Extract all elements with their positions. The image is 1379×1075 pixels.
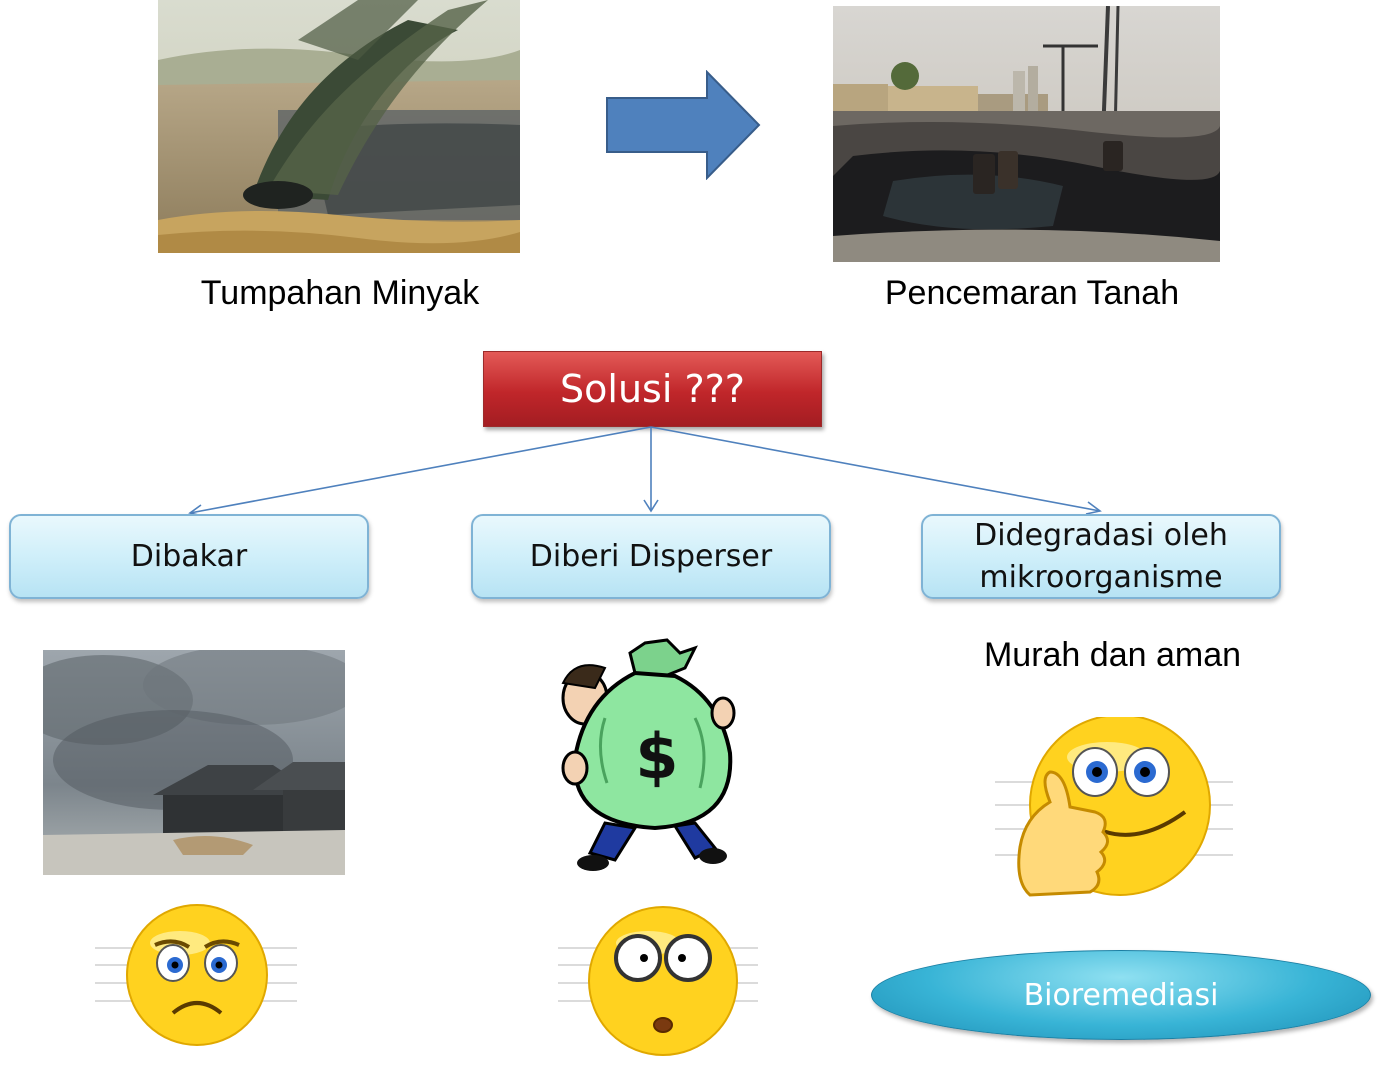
bioremediasi-label: Bioremediasi <box>1023 977 1219 1013</box>
polluted-soil-photo <box>833 6 1220 262</box>
oil-spill-caption: Tumpahan Minyak <box>200 274 480 312</box>
worried-smiley-icon <box>95 904 297 1046</box>
money-bag-icon: $ <box>561 638 736 871</box>
option-dibakar-label: Dibakar <box>130 538 248 574</box>
thumbs-up-smiley-icon <box>995 717 1233 897</box>
cheap-safe-note: Murah dan aman <box>983 636 1242 674</box>
option-disperser-label: Diberi Disperser <box>529 538 773 574</box>
option-disperser: Diberi Disperser <box>471 514 831 599</box>
oil-spill-photo <box>158 0 520 253</box>
option-mikroorganisme-line2: mikroorganisme <box>979 559 1223 595</box>
soil-pollution-caption: Pencemaran Tanah <box>884 274 1180 312</box>
burning-smoke-photo <box>43 650 345 875</box>
arrow-right-icon <box>606 70 761 180</box>
confused-smiley-icon <box>558 906 758 1056</box>
option-dibakar: Dibakar <box>9 514 369 599</box>
option-mikroorganisme-line1: Didegradasi oleh <box>974 517 1228 553</box>
solusi-box: Solusi ??? <box>483 351 822 427</box>
option-mikroorganisme: Didegradasi oleh mikroorganisme <box>921 514 1281 599</box>
svg-text:$: $ <box>635 720 678 793</box>
bioremediasi-ellipse: Bioremediasi <box>871 950 1371 1040</box>
branch-connectors <box>188 426 1102 517</box>
solusi-label: Solusi ??? <box>560 367 745 411</box>
